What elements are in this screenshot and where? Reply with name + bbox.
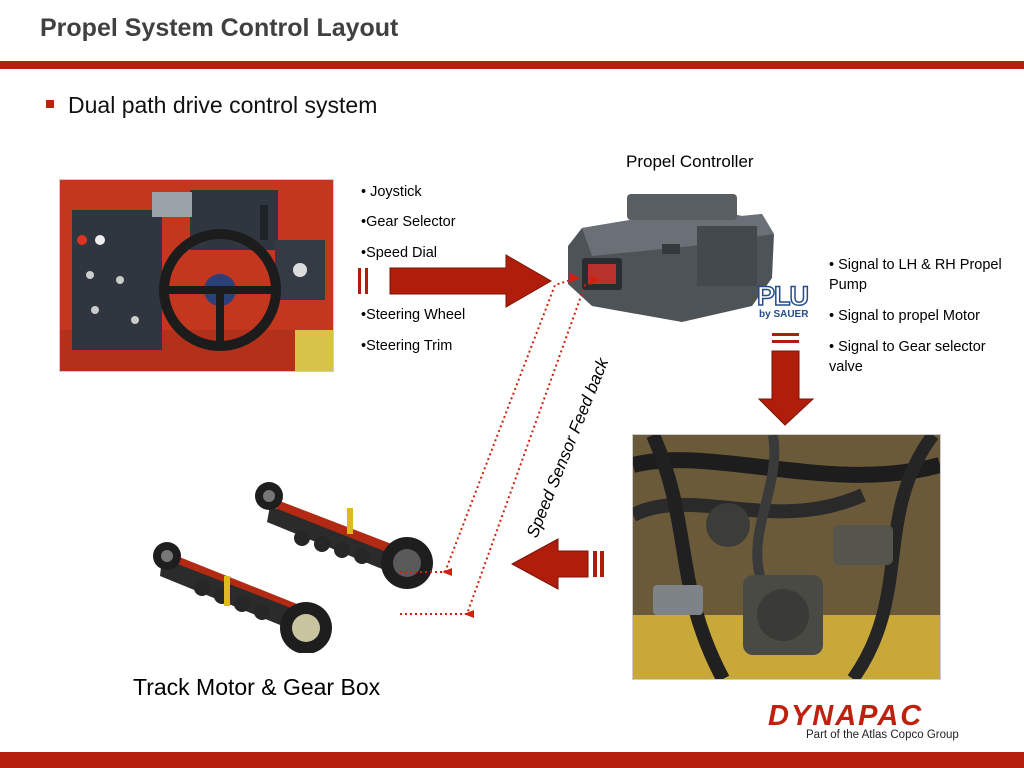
input-gear-selector: •Gear Selector [361, 214, 456, 230]
input-steering-wheel: •Steering Wheel [361, 307, 466, 323]
track-motor-image [153, 482, 433, 653]
propel-controller-image [568, 194, 774, 322]
input-arrow [358, 254, 552, 308]
input-joystick: • Joystick [361, 184, 422, 200]
propel-controller-label: Propel Controller [626, 152, 754, 171]
plus1-logo-sub: by SAUER [759, 309, 809, 320]
plus1-logo: PLU by SAUER [756, 281, 810, 320]
main-bullet: Dual path drive control system [68, 92, 378, 118]
input-steering-trim: •Steering Trim [361, 338, 453, 354]
output-motor-signal: • Signal to propel Motor [829, 308, 980, 324]
hydraulic-pump-image [632, 434, 941, 680]
plus1-logo-text: PLU [756, 281, 810, 311]
operator-console-image [59, 179, 334, 372]
header-divider [0, 61, 1024, 69]
footer-bar [0, 752, 1024, 768]
output-arrow [757, 333, 815, 426]
dynapac-logo-text: DYNAPAC [768, 700, 924, 732]
input-speed-dial: •Speed Dial [361, 245, 438, 261]
track-motor-label: Track Motor & Gear Box [133, 674, 381, 700]
output-gear-valve-signal: • Signal to Gear selector valve [829, 339, 986, 375]
bullet-marker [46, 100, 54, 108]
dynapac-tagline: Part of the Atlas Copco Group [806, 729, 959, 741]
feedback-arrow [510, 538, 604, 590]
dynapac-logo: DYNAPAC Part of the Atlas Copco Group [768, 700, 959, 741]
output-pump-signal: • Signal to LH & RH Propel Pump [829, 257, 1002, 293]
slide-title: Propel System Control Layout [40, 14, 399, 42]
